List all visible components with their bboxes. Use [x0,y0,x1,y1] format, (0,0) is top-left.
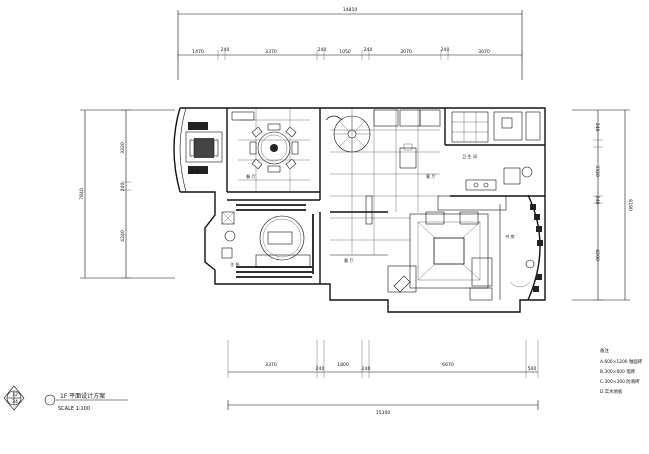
top-dim-9: 3070 [478,49,490,55]
right-dim-2: 3320 [594,165,600,177]
note-item-a: A.600×1200 釉面砖 [600,358,643,365]
left-dimension-chain: 7840 3320 240 4240 [79,109,175,279]
room-label-hall: 客 厅 [426,173,436,180]
notes-heading: 备注 [600,347,609,354]
lower-left-room: 主 卧 [221,204,314,278]
room-label-1: 厨 房 [190,168,200,175]
drawing-title: 1F 平面设计方案 [60,392,105,400]
right-dim-1: 240 [594,123,600,132]
bottom-dim-6: 500 [528,366,537,372]
top-total-dimension: 14810 [343,7,358,13]
bottom-total-dimension: 15300 [376,410,391,416]
top-dim-1: 1470 [192,49,204,55]
spiral-stair: 客 厅 [325,109,441,225]
top-dim-2: 240 [221,47,230,53]
note-item-c: C.300×300 防滑砖 [600,378,640,385]
top-dim-4: 240 [318,47,327,53]
right-dim-4: 4200 [594,249,600,261]
living-room: 客 厅 书 房 [344,195,543,301]
top-dim-5: 1050 [339,49,351,55]
bottom-dim-2: 240 [316,366,325,372]
room-label-living: 客 厅 [344,257,354,264]
right-total-dimension: 8190 [627,199,633,211]
left-dim-1: 3320 [120,142,126,154]
left-bay-room: 厨 房 [185,122,223,175]
left-dim-3: 4240 [120,230,126,242]
top-dim-6: 240 [364,47,373,53]
title-block: 1 2 3 4 1F 平面设计方案 SCALE 1:100 [3,385,128,412]
right-dim-3: 240 [594,196,600,205]
note-item-b: B.300×600 墙砖 [600,368,636,375]
bottom-dim-1: 3370 [265,362,277,368]
top-dim-7: 3070 [400,49,412,55]
bottom-dim-4: 240 [362,366,371,372]
left-total-dimension: 7840 [79,188,85,200]
top-dim-8: 240 [441,47,450,53]
compass-letter-1: 1 [12,392,15,398]
bottom-dim-5: 6670 [442,362,454,368]
compass-symbol: 1 2 3 4 [3,385,25,411]
drawing-scale: SCALE 1:100 [58,406,90,412]
material-notes: 备注 A.600×1200 釉面砖 B.300×600 墙砖 C.300×300… [600,347,643,395]
bottom-dimension-chain: 3370 240 1800 240 6670 500 15300 [227,340,539,416]
compass-letter-2: 2 [15,392,18,398]
room-label-kitchen: 卫 生 间 [462,153,477,160]
room-label-bedroom: 主 卧 [230,261,240,268]
compass-letter-3: 3 [12,399,15,405]
kitchen: 卫 生 间 [451,111,541,191]
left-dim-2: 240 [120,183,126,192]
top-dimension-chain: 14810 1470 240 3370 240 1050 240 3070 24… [177,7,523,80]
bottom-dim-3: 1800 [337,362,349,368]
room-label-dining: 餐 厅 [246,173,256,180]
building-walls [173,107,546,313]
right-dimension-chain: 8190 240 3320 240 4200 [572,109,633,301]
top-dim-3: 3370 [265,49,277,55]
compass-letter-4: 4 [15,399,18,405]
room-label-study: 书 房 [505,233,515,240]
dining-room: 餐 厅 [231,111,299,180]
note-item-d: D.实木地板 [600,388,623,395]
